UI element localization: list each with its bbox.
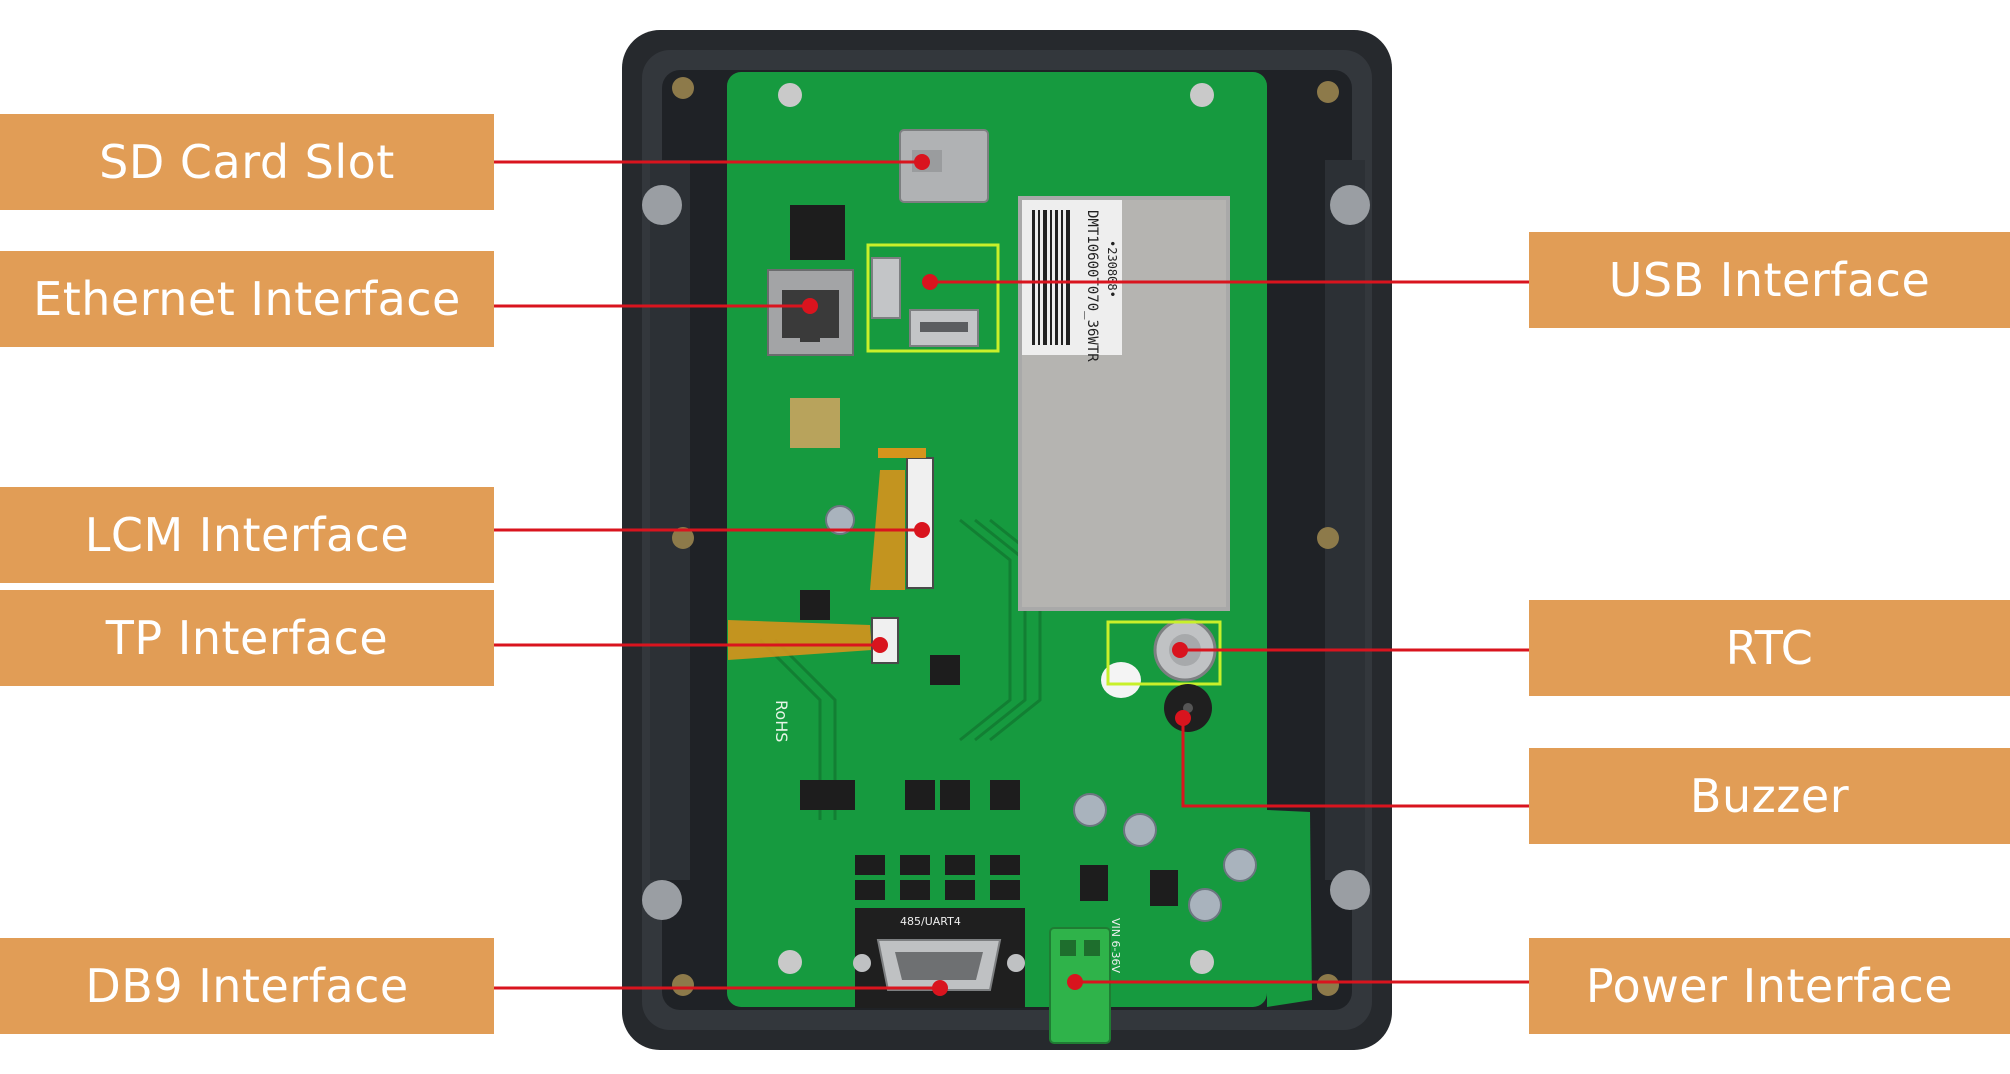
lcm-connector bbox=[870, 448, 934, 590]
label-text: USB Interface bbox=[1608, 253, 1931, 307]
label-text: DB9 Interface bbox=[85, 959, 409, 1013]
label-text: LCM Interface bbox=[84, 508, 410, 562]
sticker-model-text: DMT10600T070_36WTR bbox=[1084, 210, 1100, 362]
rohs-marking: RoHS bbox=[772, 700, 791, 742]
lcd-shield: DMT10600T070_36WTR •230808• bbox=[1018, 196, 1230, 611]
usb-port-icon bbox=[866, 243, 1000, 353]
label-db9-interface: DB9 Interface bbox=[0, 938, 494, 1034]
rj45-port-icon bbox=[767, 269, 854, 356]
sd-card-slot-icon bbox=[899, 129, 989, 203]
label-text: TP Interface bbox=[105, 611, 389, 665]
leader-buzzer bbox=[1181, 718, 1529, 808]
sticker-date-text: •230808• bbox=[1105, 240, 1119, 298]
label-sd-card-slot: SD Card Slot bbox=[0, 114, 494, 210]
label-usb-interface: USB Interface bbox=[1529, 232, 2010, 328]
label-rtc: RTC bbox=[1529, 600, 2010, 696]
usb-highlight-box bbox=[866, 243, 1000, 353]
power-header-text: VIN 6-36V bbox=[1109, 918, 1122, 973]
label-lcm-interface: LCM Interface bbox=[0, 487, 494, 583]
tp-connector bbox=[728, 617, 899, 664]
label-text: RTC bbox=[1725, 621, 1814, 675]
label-text: Power Interface bbox=[1585, 959, 1954, 1013]
label-text: Buzzer bbox=[1689, 769, 1850, 823]
label-text: Ethernet Interface bbox=[33, 272, 461, 326]
buzzer-icon bbox=[1164, 684, 1212, 732]
leader-endpoints bbox=[802, 154, 1191, 996]
rtc-highlight-box bbox=[1106, 620, 1222, 686]
label-ethernet-interface: Ethernet Interface bbox=[0, 251, 494, 347]
label-tp-interface: TP Interface bbox=[0, 590, 494, 686]
label-text: SD Card Slot bbox=[99, 135, 395, 189]
label-buzzer: Buzzer bbox=[1529, 748, 2010, 844]
leader-lines bbox=[494, 160, 1529, 990]
label-power-interface: Power Interface bbox=[1529, 938, 2010, 1034]
db9-header-text: 485/UART4 bbox=[900, 915, 961, 928]
